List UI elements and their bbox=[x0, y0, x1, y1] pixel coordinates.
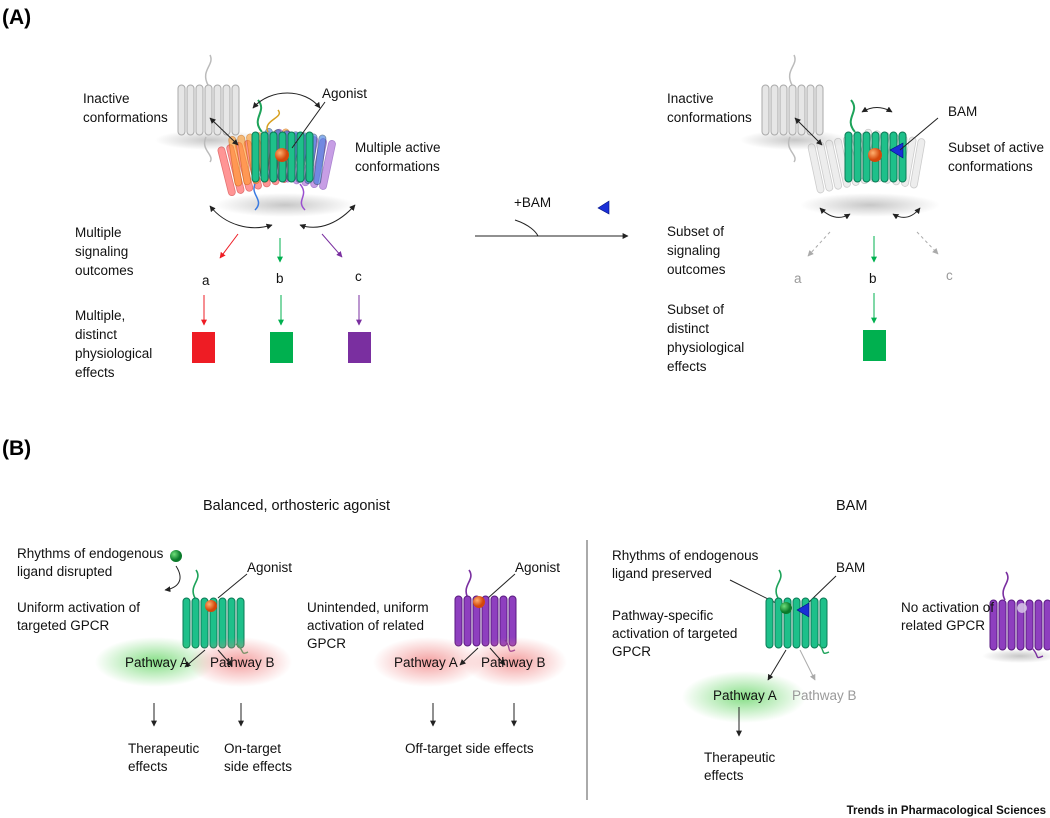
active-conformations-left-line2: conformations bbox=[355, 159, 440, 174]
bam-triangle-icon bbox=[597, 200, 610, 215]
inactive-conformations-right-line1: Inactive bbox=[667, 91, 714, 106]
signaling-left-line1: Multiple bbox=[75, 225, 122, 240]
pathway-a-bam: Pathway A bbox=[713, 688, 777, 703]
signaling-right-line3: outcomes bbox=[667, 262, 726, 277]
uniform-activation-line1: Uniform activation of bbox=[17, 600, 140, 615]
therapeutic-effects-bam-line1: Therapeutic bbox=[704, 750, 776, 765]
effects-right-line4: effects bbox=[667, 359, 707, 374]
signaling-right-line2: signaling bbox=[667, 243, 720, 258]
effects-left-line4: effects bbox=[75, 365, 115, 380]
pathway-b-b1: Pathway B bbox=[210, 655, 275, 670]
related-gpcr-bam bbox=[982, 571, 1050, 663]
target-gpcr-bam bbox=[765, 569, 830, 654]
outcome-c-right: c bbox=[946, 268, 953, 283]
signaling-right-line1: Subset of bbox=[667, 224, 724, 239]
panel-a-label: (A) bbox=[2, 6, 31, 29]
inactive-conformations-left-line1: Inactive bbox=[83, 91, 130, 106]
bam-label-b: BAM bbox=[836, 560, 865, 575]
rhythm-preserved-line2: ligand preserved bbox=[612, 566, 712, 581]
on-target-line2: side effects bbox=[224, 759, 292, 774]
outcome-c-left: c bbox=[355, 269, 362, 284]
off-target-effects: Off-target side effects bbox=[405, 741, 534, 756]
effects-right-line1: Subset of bbox=[667, 302, 724, 317]
effect-box-a bbox=[192, 332, 215, 363]
agonist-ball bbox=[275, 148, 289, 162]
panel-b-label: (B) bbox=[2, 437, 31, 460]
outcome-a-left: a bbox=[202, 273, 210, 288]
left-section-title: Balanced, orthosteric agonist bbox=[203, 498, 390, 514]
endogenous-ligand-ball bbox=[170, 550, 182, 562]
agonist-label-b1: Agonist bbox=[247, 560, 292, 575]
inactive-conformations-left-line2: conformations bbox=[83, 110, 168, 125]
pathway-a-b2: Pathway A bbox=[394, 655, 458, 670]
unintended-activation-line1: Unintended, uniform bbox=[307, 600, 429, 615]
plus-bam-label: +BAM bbox=[514, 195, 551, 210]
signaling-left-line3: outcomes bbox=[75, 263, 134, 278]
outcome-b-left: b bbox=[276, 271, 284, 286]
signaling-left-line2: signaling bbox=[75, 244, 128, 259]
effects-right-line3: physiological bbox=[667, 340, 744, 355]
effects-left-line2: distinct bbox=[75, 327, 117, 342]
agonist-label-a: Agonist bbox=[322, 86, 367, 101]
effects-left-line1: Multiple, bbox=[75, 308, 125, 323]
active-conformations-right-line1: Subset of active bbox=[948, 140, 1044, 155]
pathway-a-b1: Pathway A bbox=[125, 655, 189, 670]
no-activation-line1: No activation of bbox=[901, 600, 994, 615]
pathway-specific-line1: Pathway-specific bbox=[612, 608, 714, 623]
pathway-specific-line3: GPCR bbox=[612, 644, 651, 659]
agonist-label-b2: Agonist bbox=[515, 560, 560, 575]
uniform-activation-line2: targeted GPCR bbox=[17, 618, 110, 633]
effect-box-b-right bbox=[863, 330, 886, 361]
on-target-line1: On-target bbox=[224, 741, 281, 756]
bam-label-a: BAM bbox=[948, 104, 977, 119]
journal-credit: Trends in Pharmacological Sciences bbox=[847, 805, 1046, 817]
effects-right-line2: distinct bbox=[667, 321, 709, 336]
effects-left-line3: physiological bbox=[75, 346, 152, 361]
unintended-activation-line2: activation of related bbox=[307, 618, 424, 633]
rhythm-preserved-line1: Rhythms of endogenous bbox=[612, 548, 759, 563]
no-activation-line2: related GPCR bbox=[901, 618, 985, 633]
unintended-activation-line3: GPCR bbox=[307, 636, 346, 651]
therapeutic-effects-b1-line1: Therapeutic bbox=[128, 741, 200, 756]
outcome-b-right: b bbox=[869, 271, 877, 286]
pathway-b-b2: Pathway B bbox=[481, 655, 546, 670]
rhythm-disrupted-line1: Rhythms of endogenous bbox=[17, 546, 164, 561]
active-conformations-right-line2: conformations bbox=[948, 159, 1033, 174]
rhythm-disrupted-line2: ligand disrupted bbox=[17, 564, 112, 579]
right-section-title: BAM bbox=[836, 498, 867, 514]
therapeutic-effects-b1-line2: effects bbox=[128, 759, 168, 774]
effect-box-c bbox=[348, 332, 371, 363]
pathway-specific-line2: activation of targeted bbox=[612, 626, 737, 641]
outcome-a-right: a bbox=[794, 271, 802, 286]
inactive-conformations-right-line2: conformations bbox=[667, 110, 752, 125]
active-conformations-left-line1: Multiple active bbox=[355, 140, 441, 155]
therapeutic-effects-bam-line2: effects bbox=[704, 768, 744, 783]
pathway-b-bam: Pathway B bbox=[792, 688, 857, 703]
effect-box-b bbox=[270, 332, 293, 363]
